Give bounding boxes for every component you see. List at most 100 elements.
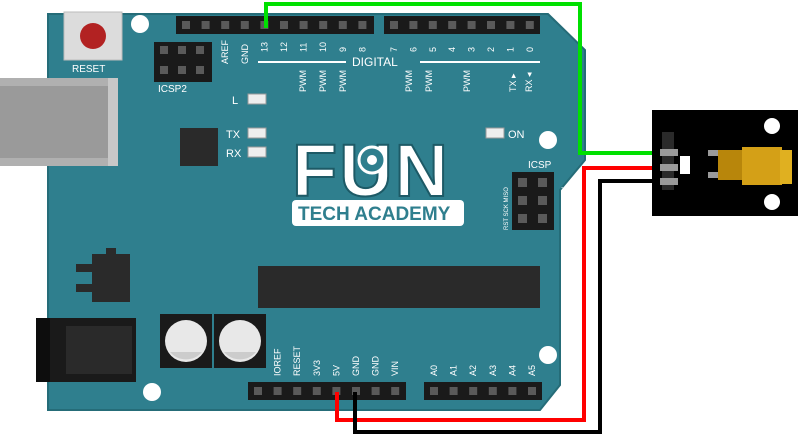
- on-led: [485, 127, 505, 139]
- analog-pin-label: A4: [507, 365, 517, 376]
- signal-wire: [264, 2, 660, 155]
- ground-wire: [353, 179, 660, 434]
- header-pin: [430, 387, 438, 395]
- digital-pin-label: 8: [357, 47, 367, 52]
- digital-header-low: [384, 16, 540, 34]
- digital-headers: [176, 16, 540, 34]
- analog-header: [424, 382, 542, 400]
- l-led: [247, 93, 267, 105]
- header-pin: [221, 21, 230, 29]
- header-pin: [182, 21, 190, 29]
- header-pin: [409, 21, 418, 29]
- digital-label: DIGITAL: [352, 55, 398, 69]
- mount-hole-1: [131, 15, 149, 33]
- tx-led: [247, 127, 267, 139]
- digital-pin-label: 0: [525, 47, 535, 52]
- header-pin: [390, 21, 398, 29]
- tx-pin-label: TX ▸: [508, 73, 518, 92]
- tx-led-label: TX: [226, 129, 241, 141]
- header-pin: [352, 387, 360, 395]
- mount-hole-4: [143, 383, 161, 401]
- digital-pin-label: GND: [240, 44, 250, 65]
- power-pin-label: 5V: [331, 365, 341, 376]
- header-pin: [506, 21, 515, 29]
- icsp-left-label: RST SCK MISO: [504, 187, 510, 230]
- digital-pin-label: 9: [338, 47, 348, 52]
- power-header: [248, 382, 406, 400]
- digital-pin-label: 6: [408, 47, 418, 52]
- power-jack: [36, 318, 136, 382]
- power-analog-headers: [248, 382, 542, 400]
- header-pin: [488, 387, 497, 395]
- power-pin-label: IOREF: [273, 348, 283, 376]
- pwm-label: PWM: [338, 70, 348, 92]
- digital-header-high: [176, 16, 374, 34]
- rx-pin-label: RX ◂: [524, 72, 534, 92]
- header-pin: [240, 21, 249, 29]
- header-pin: [293, 387, 302, 395]
- pwm-label: PWM: [404, 70, 414, 92]
- digital-pin-label: 4: [447, 47, 457, 52]
- logo-subtitle: TECH ACADEMY: [298, 204, 451, 225]
- analog-pin-label: A3: [488, 365, 498, 376]
- power-pin-label: VIN: [390, 361, 400, 376]
- pwm-label: PWM: [318, 70, 328, 92]
- header-pin: [371, 387, 380, 395]
- header-pin: [525, 21, 534, 29]
- power-pin-label: RESET: [292, 345, 302, 376]
- header-pin: [449, 387, 458, 395]
- digital-pin-label: 13: [259, 42, 269, 52]
- digital-pin-label: 3: [467, 47, 477, 52]
- usb-chip: [180, 128, 218, 166]
- laser-diode: [718, 150, 746, 180]
- capacitor-2: [214, 314, 266, 368]
- digital-pin-label: 12: [279, 42, 289, 52]
- digital-pin-label: 7: [389, 47, 399, 52]
- header-pin: [273, 387, 282, 395]
- header-pin: [469, 387, 478, 395]
- power-pin-label: 3V3: [312, 360, 322, 376]
- header-pin: [528, 387, 536, 395]
- header-pin: [428, 21, 437, 29]
- rx-led: [247, 146, 267, 158]
- header-pin: [319, 21, 328, 29]
- pwm-label: PWM: [462, 70, 472, 92]
- header-pin: [201, 21, 210, 29]
- header-pin: [299, 21, 308, 29]
- header-pin: [358, 21, 367, 29]
- analog-pin-label: A5: [527, 365, 537, 376]
- voltage-regulator: [76, 248, 130, 302]
- rx-led-label: RX: [226, 148, 242, 160]
- analog-pin-label: A0: [429, 365, 439, 376]
- header-pin: [391, 387, 400, 395]
- reset-button[interactable]: [63, 11, 123, 61]
- icsp2-label: ICSP2: [158, 84, 187, 95]
- laser-module: [652, 110, 798, 216]
- header-pin: [338, 21, 347, 29]
- l-led-label: L: [232, 95, 238, 107]
- header-pin: [280, 21, 288, 29]
- header-pin: [254, 387, 262, 395]
- icsp-header: [512, 172, 554, 230]
- digital-pin-label: 5: [428, 47, 438, 52]
- digital-pin-label: 10: [318, 42, 328, 52]
- mount-hole-2: [539, 131, 557, 149]
- header-pin: [487, 21, 495, 29]
- microcontroller-chip: [258, 266, 540, 308]
- digital-pin-label: 2: [486, 47, 496, 52]
- on-led-label: ON: [508, 129, 525, 141]
- header-pin: [448, 21, 457, 29]
- analog-pin-label: A2: [468, 365, 478, 376]
- digital-pin-label: 1: [505, 47, 515, 52]
- header-pin: [467, 21, 476, 29]
- pwm-label: PWM: [298, 70, 308, 92]
- digital-pin-label: 11: [299, 43, 309, 52]
- icsp2-header: [154, 42, 212, 82]
- mount-hole-3: [539, 346, 557, 364]
- capacitor-1: [160, 314, 212, 368]
- header-pin: [508, 387, 517, 395]
- pwm-label: PWM: [424, 70, 434, 92]
